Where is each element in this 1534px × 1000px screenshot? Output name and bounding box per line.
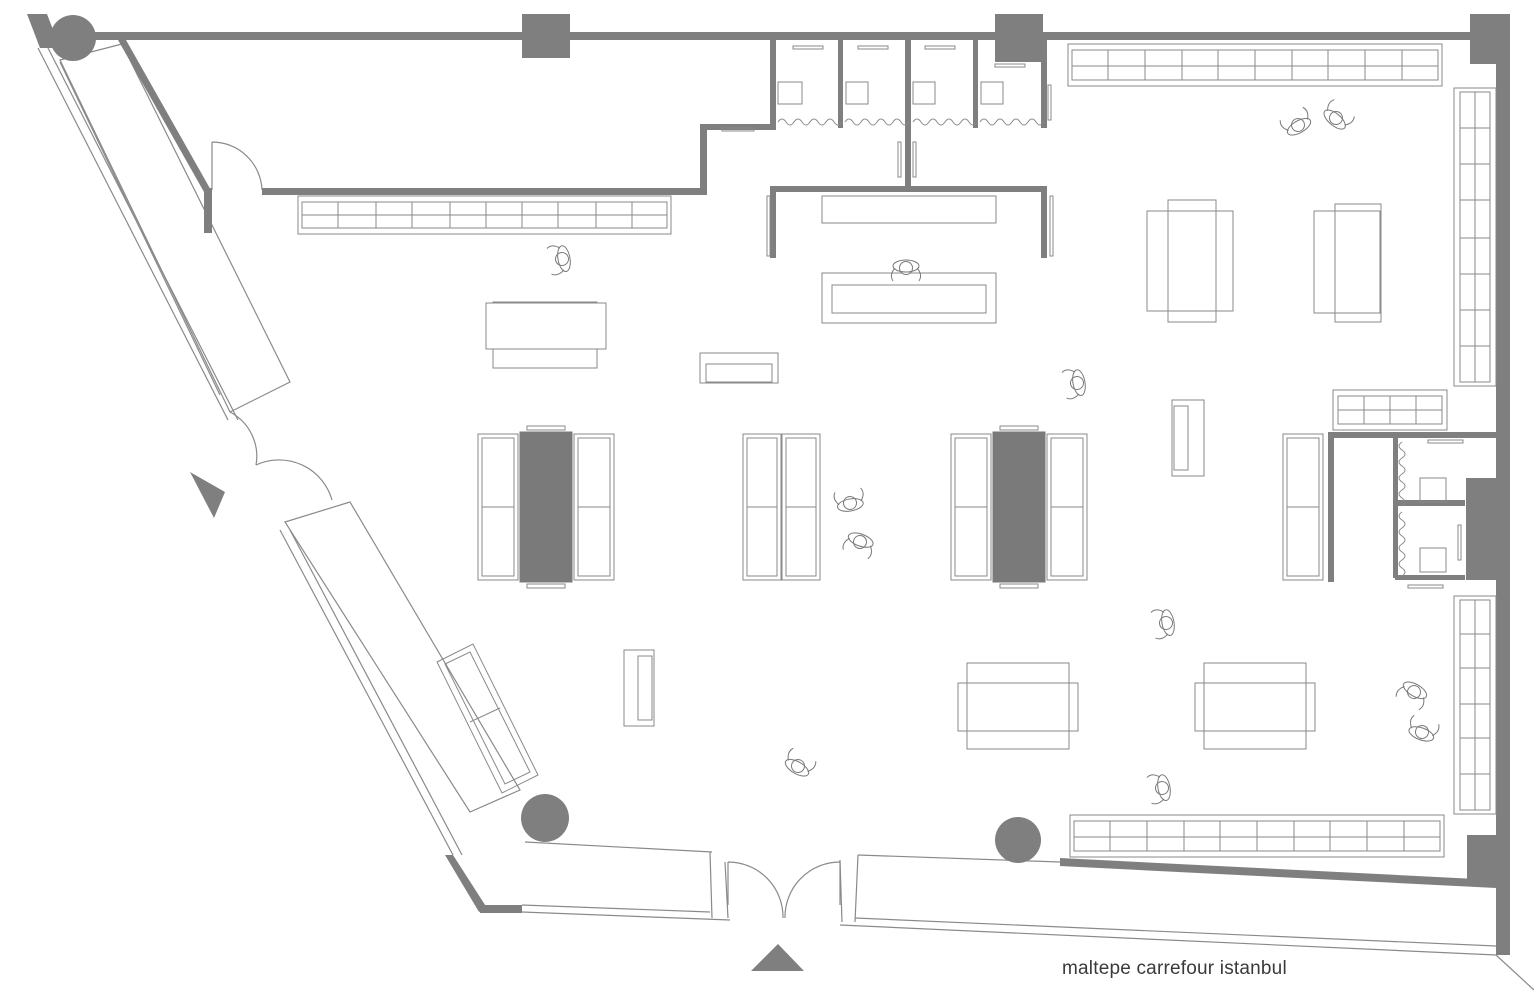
display-table	[1313, 210, 1381, 314]
column	[1466, 478, 1496, 580]
person-figure	[1061, 366, 1088, 401]
display-table	[485, 302, 607, 350]
person-figure	[1146, 771, 1173, 806]
person-figure	[890, 259, 922, 282]
person-figure	[841, 528, 877, 560]
display-table	[957, 682, 1079, 732]
person-figure	[1278, 105, 1316, 140]
interior-walls	[118, 40, 1498, 582]
cash-counter	[821, 272, 997, 324]
fitting-room-seat	[845, 81, 869, 105]
wall-shelf	[1453, 87, 1497, 387]
facade-lines	[37, 43, 1534, 991]
gondola-center	[992, 431, 1046, 583]
display-tables	[485, 199, 1382, 750]
wall-shelf	[297, 195, 672, 235]
person-figure	[1319, 98, 1357, 135]
person-figure	[1394, 677, 1432, 712]
wall-shelf	[1332, 389, 1448, 431]
fitting-room-seat	[1419, 477, 1447, 503]
column	[995, 817, 1041, 863]
outer-walls	[27, 14, 1510, 955]
plan-caption: maltepe carrefour istanbul	[1062, 958, 1287, 979]
column	[50, 15, 96, 61]
wall-shelf	[1453, 595, 1497, 815]
cash-desk	[821, 195, 997, 324]
fitting-room-seat	[912, 81, 936, 105]
display-table	[1194, 682, 1316, 732]
display-table	[1146, 210, 1234, 312]
gondola-racks	[477, 425, 1324, 589]
entrance-arrows	[190, 472, 804, 971]
columns	[50, 14, 1496, 863]
gondola-center	[519, 431, 573, 583]
person-figure	[546, 242, 573, 277]
wall-shelf	[1067, 43, 1443, 87]
fitting-room-seat	[777, 81, 803, 105]
fitting-rooms	[721, 45, 1464, 589]
column	[995, 14, 1043, 62]
person-figure	[832, 487, 867, 514]
column	[522, 14, 570, 58]
entrance-arrow-bottom	[751, 944, 804, 971]
fitting-room-seat	[1419, 547, 1447, 573]
wall-shelf	[1069, 814, 1445, 858]
back-counter	[821, 195, 997, 224]
fitting-room-seat	[980, 81, 1004, 105]
wall-shelving	[297, 43, 1497, 858]
wall-shelf	[436, 643, 539, 794]
doors	[211, 141, 843, 923]
person-figure	[1150, 606, 1177, 641]
column	[521, 794, 569, 842]
benches	[623, 352, 1205, 727]
person-figure	[780, 746, 818, 781]
entrance-arrow-left	[190, 472, 225, 518]
person-figure	[1405, 714, 1441, 746]
